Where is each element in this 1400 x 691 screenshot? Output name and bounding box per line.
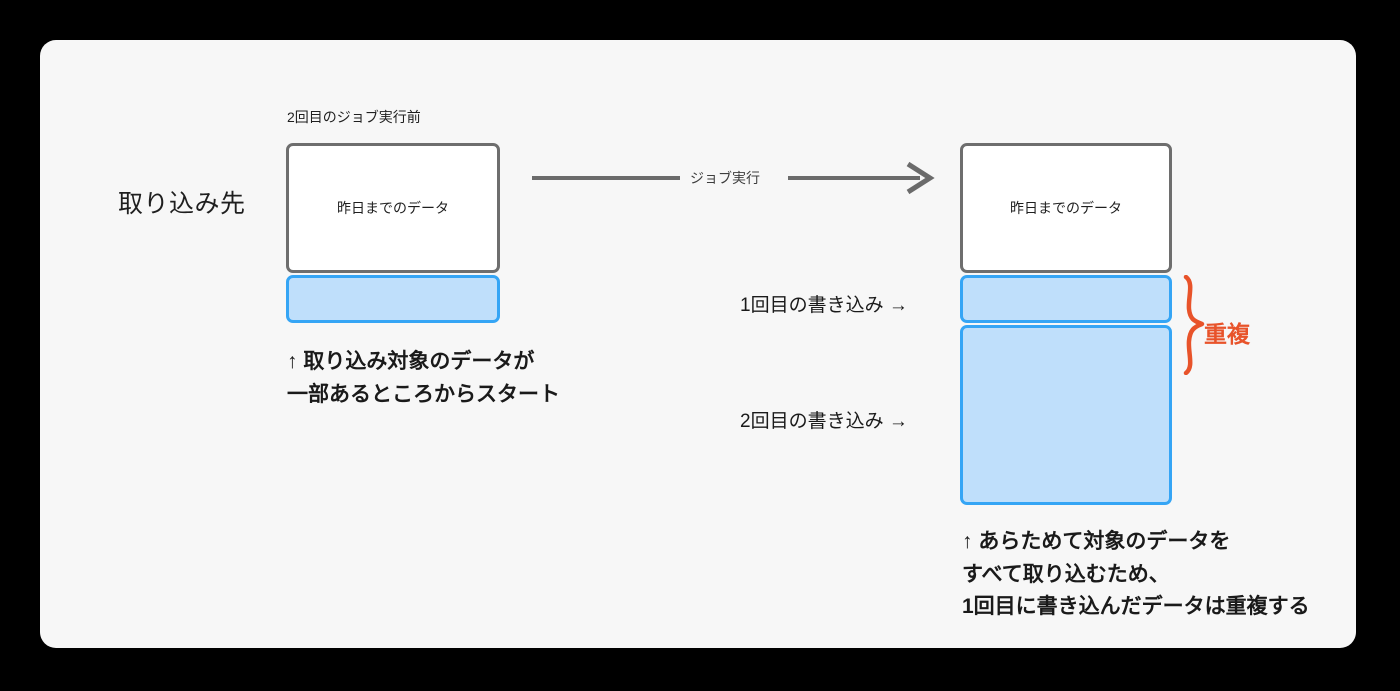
first-write-box bbox=[960, 275, 1172, 323]
right-existing-data-box: 昨日までのデータ bbox=[960, 143, 1172, 273]
diagram-card: 取り込み先 2回目のジョブ実行前 昨日までのデータ ↑ 取り込み対象のデータが … bbox=[40, 40, 1356, 648]
right-existing-data-label: 昨日までのデータ bbox=[1010, 200, 1122, 216]
left-existing-data-box: 昨日までのデータ bbox=[286, 143, 500, 273]
left-existing-data-label: 昨日までのデータ bbox=[337, 200, 449, 216]
job-run-arrow bbox=[530, 158, 938, 198]
second-write-label: 2回目の書き込み → bbox=[740, 411, 908, 432]
left-target-data-box bbox=[286, 275, 500, 323]
duplicate-brace-icon bbox=[1180, 274, 1214, 376]
before-second-run-caption: 2回目のジョブ実行前 bbox=[287, 109, 421, 125]
second-write-box bbox=[960, 325, 1172, 505]
destination-label: 取り込み先 bbox=[118, 190, 246, 218]
first-write-label: 1回目の書き込み → bbox=[740, 295, 908, 316]
left-note: ↑ 取り込み対象のデータが 一部あるところからスタート bbox=[287, 350, 560, 406]
duplicate-label: 重複 bbox=[1204, 321, 1250, 347]
job-run-arrow-label: ジョブ実行 bbox=[690, 170, 760, 186]
right-note: ↑ あらためて対象のデータを すべて取り込むため、 1回目に書き込んだデータは重… bbox=[962, 530, 1310, 619]
